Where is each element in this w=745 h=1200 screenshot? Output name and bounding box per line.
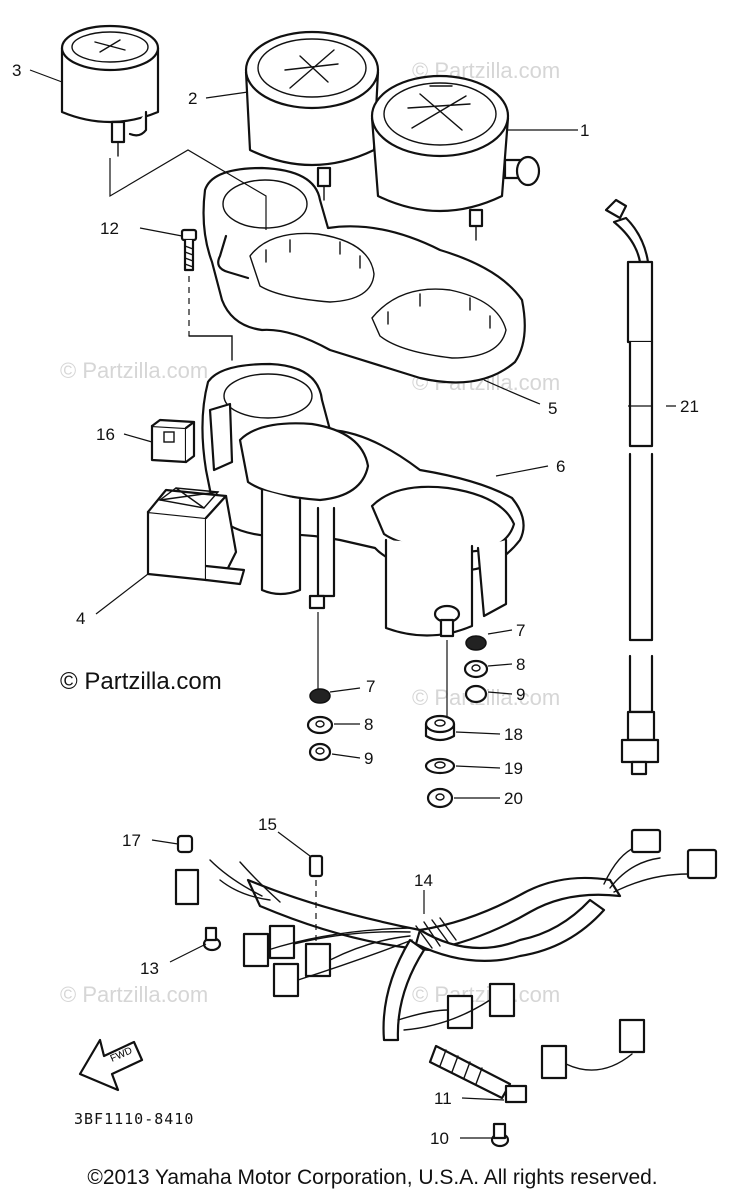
callout-18: 18 xyxy=(504,725,523,744)
callout-7: 7 xyxy=(366,677,375,696)
screw-part-13 xyxy=(202,926,222,952)
callout-21: 21 xyxy=(680,397,699,416)
callout-5: 5 xyxy=(548,399,557,418)
callout-8: 8 xyxy=(516,655,525,674)
callout-numbers: 1 2 3 4 5 6 7 7 8 8 9 9 10 11 12 13 14 1… xyxy=(12,61,699,1148)
gauge-speedometer-part-1 xyxy=(370,74,541,241)
bolt-part-12 xyxy=(180,228,233,361)
watermarks: © Partzilla.com © Partzilla.com © Partzi… xyxy=(60,58,560,1007)
callout-7: 7 xyxy=(516,621,525,640)
watermark: © Partzilla.com xyxy=(60,358,208,383)
callout-2: 2 xyxy=(188,89,197,108)
callout-20: 20 xyxy=(504,789,523,808)
callout-10: 10 xyxy=(430,1129,449,1148)
callout-9: 9 xyxy=(516,685,525,704)
cable-part-21 xyxy=(604,198,660,776)
callout-11: 11 xyxy=(434,1089,452,1108)
wire-harness-part-14 xyxy=(174,828,718,1104)
lower-bracket-part-6 xyxy=(201,362,525,638)
relay-part-16 xyxy=(150,418,196,464)
callout-3: 3 xyxy=(12,61,21,80)
screw-part-10 xyxy=(490,1122,510,1148)
forward-arrow-icon: FWD xyxy=(78,1038,144,1092)
callout-6: 6 xyxy=(556,457,565,476)
callout-16: 16 xyxy=(96,425,115,444)
watermark: © Partzilla.com xyxy=(60,982,208,1007)
callout-15: 15 xyxy=(258,815,277,834)
callout-leaders xyxy=(29,69,676,1139)
copyright-notice: ©2013 Yamaha Motor Corporation, U.S.A. A… xyxy=(87,1166,658,1189)
callout-13: 13 xyxy=(140,959,159,978)
drawing-code: 3BF1110-8410 xyxy=(74,1110,194,1128)
callout-4: 4 xyxy=(76,609,85,628)
callout-12: 12 xyxy=(100,219,119,238)
gauge-tachometer-part-2 xyxy=(244,30,380,201)
partzilla-mark: © Partzilla.com xyxy=(60,668,222,695)
callout-17: 17 xyxy=(122,831,141,850)
callout-9: 9 xyxy=(364,749,373,768)
callout-1: 1 xyxy=(580,121,589,140)
meter-bracket-part-5 xyxy=(202,166,526,384)
callout-8: 8 xyxy=(364,715,373,734)
fastener-stack-left xyxy=(306,612,334,762)
fastener-stack-right xyxy=(424,635,489,809)
callout-19: 19 xyxy=(504,759,523,778)
gauge-small-part-3 xyxy=(60,24,160,157)
indicator-box-part-4 xyxy=(146,487,246,586)
callout-14: 14 xyxy=(414,871,433,890)
